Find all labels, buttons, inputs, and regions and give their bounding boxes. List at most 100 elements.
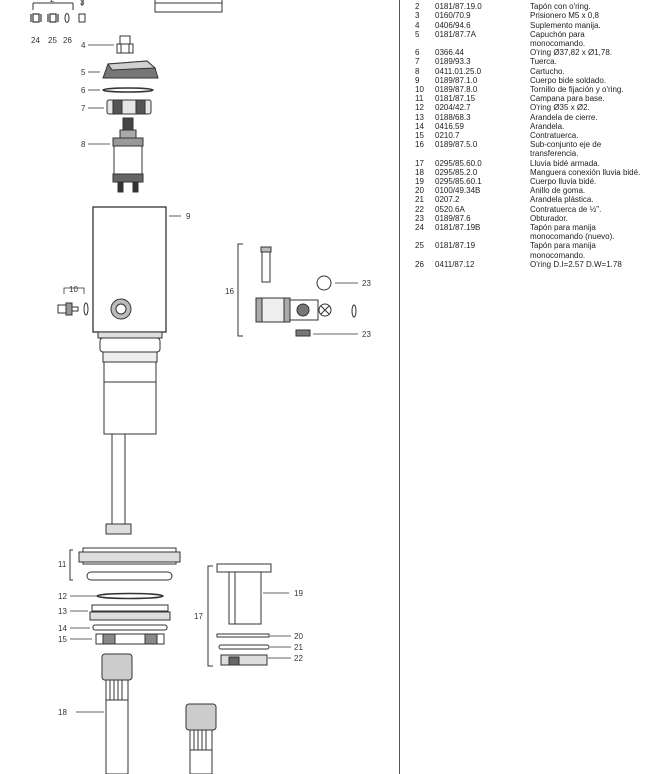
part-code: 0411.01.25.0 (435, 66, 482, 76)
part-code: 0406/94.6 (435, 20, 471, 30)
part-description: Tapón con o'ring. (530, 2, 591, 12)
callout-9: 9 (186, 212, 191, 221)
part-code: 0416.59 (435, 121, 464, 131)
part-code: 0204/42.7 (435, 103, 471, 113)
part-7-nut (106, 99, 152, 115)
callout-3: 3 (80, 0, 85, 7)
callout-18: 18 (58, 708, 67, 717)
callout-23-b: 23 (362, 330, 371, 339)
callout-16: 16 (225, 287, 234, 296)
callout-17: 17 (194, 612, 203, 621)
part-description: Tapón para manija monocomando. (530, 241, 596, 260)
part-description: Cuerpo lluvia bidé. (530, 177, 597, 187)
part-code: 0189/87.1.0 (435, 75, 478, 85)
part-description: O'ring D.I=2.57 D.W=1.78 (530, 259, 622, 269)
part-description: Anillo de goma. (530, 186, 586, 196)
callout-bracket-17 (207, 565, 213, 667)
part-code: 0181/87.15 (435, 94, 476, 104)
part-10-screw (57, 287, 89, 316)
part-description: O'ring Ø35 x Ø2. (530, 103, 590, 113)
part-number: 23 (415, 213, 424, 223)
part-number: 9 (415, 75, 420, 85)
parts-list-row: 12 0204/42.7 O'ring Ø35 x Ø2. (415, 103, 643, 112)
part-code: 0207.2 (435, 195, 460, 205)
part-code: 0295/85.60.0 (435, 158, 482, 168)
callout-25: 25 (48, 36, 57, 45)
callout-10: 10 (69, 285, 78, 294)
part-25 (47, 13, 59, 23)
part-4 (116, 35, 134, 54)
part-code: 0189/87.5.0 (435, 140, 478, 150)
part-24 (30, 13, 42, 23)
part-number: 4 (415, 20, 420, 30)
part-description: O'ring Ø37,82 x Ø1,78. (530, 48, 613, 58)
callout-2: 2 (50, 0, 55, 4)
part-number: 3 (415, 11, 420, 21)
callout-11: 11 (58, 560, 67, 569)
part-code: 0189/87.6 (435, 213, 471, 223)
part-description: Prisionero M5 x 0,8 (530, 11, 599, 21)
part-code: 0366.44 (435, 48, 464, 58)
part-number: 8 (415, 66, 420, 76)
callout-4: 4 (81, 41, 86, 50)
callout-bracket-2 (32, 2, 74, 10)
part-code: 0520.6A (435, 204, 465, 214)
part-description: Lluvia bidé armada. (530, 158, 600, 168)
callout-15: 15 (58, 635, 67, 644)
part-description: armada. (530, 0, 642, 2)
part-26 (64, 13, 70, 23)
callout-5: 5 (81, 68, 86, 77)
column-divider (399, 0, 400, 774)
part-code: 0411/87.12 (435, 259, 475, 269)
part-number: 13 (415, 112, 424, 122)
parts-list-row: 9 0189/87.1.0 Cuerpo bide soldado. (415, 76, 643, 85)
part-18-hose (101, 653, 217, 774)
part-code: 0188/68.3 (435, 112, 471, 122)
part-code: 0181/87.7A (435, 29, 476, 39)
part-15-locknut (95, 633, 165, 645)
part-number: 19 (415, 177, 424, 187)
part-23-ring (316, 275, 332, 291)
part-number: 10 (415, 85, 424, 95)
part-code: 0295/85.2.0 (435, 167, 478, 177)
part-description: Cuerpo bide soldado. (530, 75, 607, 85)
part-code: 0181/87.19.0 (435, 2, 482, 12)
part-description: Manguera conexión lluvia bidé. (530, 167, 641, 177)
part-8-cartridge (112, 117, 144, 193)
callout-6: 6 (81, 86, 86, 95)
part-description: Arandela de cierre. (530, 112, 598, 122)
part-description: Campana para base. (530, 94, 605, 104)
callout-7: 7 (81, 104, 86, 113)
callout-26: 26 (63, 36, 72, 45)
part-number: 11 (415, 94, 424, 104)
parts-list-row: 13 0188/68.3 Arandela de cierre. (415, 113, 643, 122)
part-description: Arandela plástica. (530, 195, 594, 205)
part-number: 12 (415, 103, 424, 113)
callout-8: 8 (81, 140, 86, 149)
part-17-bidet-shower (216, 563, 272, 666)
part-number: 25 (415, 241, 424, 251)
part-6-oring (102, 87, 154, 93)
part-description: Obturador. (530, 213, 568, 223)
callout-22: 22 (294, 654, 303, 663)
part-23-obturator (295, 329, 311, 337)
part-description: Sub-conjunto eje de transferencia. (530, 140, 602, 159)
part-description: Tornillo de fijación y o'ring. (530, 85, 624, 95)
part-description: Tapón para manija monocomando (nuevo). (530, 223, 615, 242)
part-description: Contratuerca de ½". (530, 204, 602, 214)
part-number: 20 (415, 186, 424, 196)
part-code: 0181/87.19 (435, 241, 476, 251)
callout-21: 21 (294, 643, 303, 652)
